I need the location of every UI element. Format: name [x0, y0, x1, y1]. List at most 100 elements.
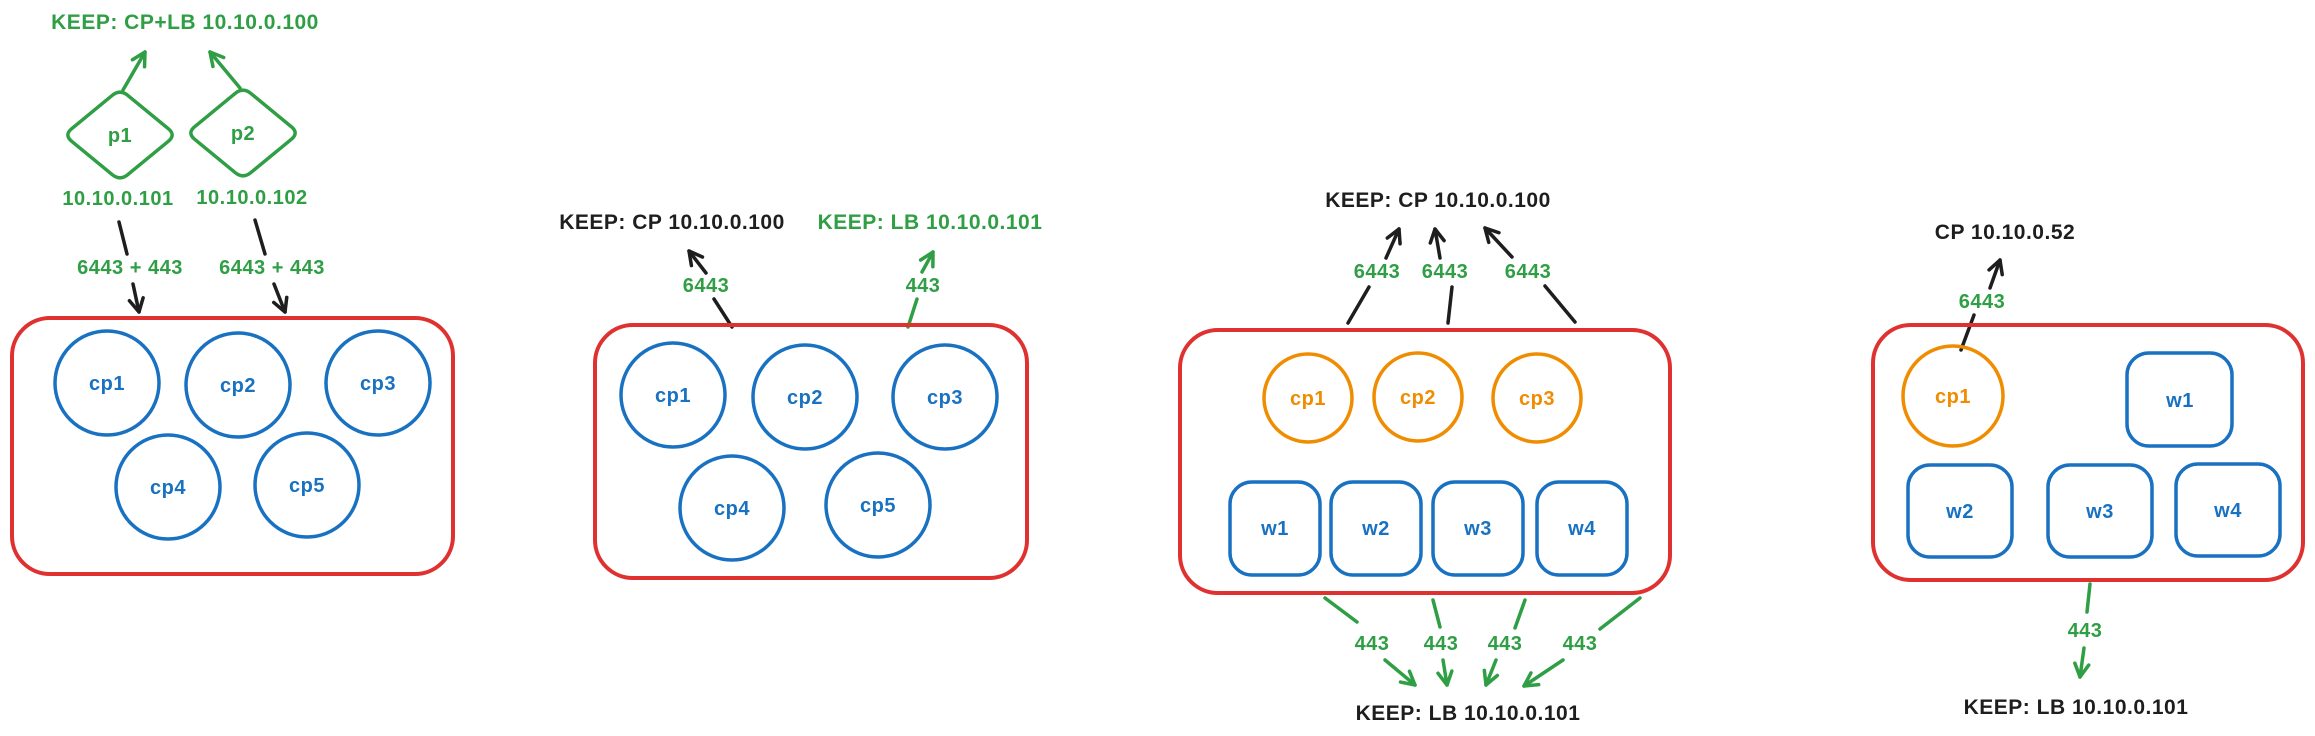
w3-node [1431, 480, 1525, 577]
scenario-1-external-proxies: KEEP: CP+LB 10.10.0.100 p1 p2 10.10.0.10… [10, 11, 455, 576]
w1-node [2125, 351, 2234, 448]
arrow-cp1-to-keep-lower [1346, 285, 1371, 325]
keepalived-cp-lb-label: KEEP: CP+LB 10.10.0.100 [51, 11, 319, 34]
cp1-node [1901, 344, 2005, 448]
arrow-cp2-to-keep-lower [1446, 285, 1454, 325]
cp3-label: cp3 [1519, 388, 1555, 410]
arrow-w3-to-lb-lower [1482, 658, 1500, 687]
arrow-cluster-to-cp-upper [687, 249, 708, 275]
cp4-label: cp4 [714, 498, 750, 520]
w3-label: w3 [2085, 501, 2114, 523]
arrow-w2-to-lb-lower [1436, 658, 1454, 687]
w3-label: w3 [1463, 518, 1492, 540]
cp2-node [751, 343, 859, 451]
cp-port-label-1: 6443 [1354, 261, 1401, 283]
arrow-p1-to-keep [121, 50, 147, 92]
keepalived-lb-label: KEEP: LB 10.10.0.101 [1964, 696, 2189, 719]
proxy-p2-ip: 10.10.0.102 [196, 187, 307, 209]
cp2-label: cp2 [220, 375, 256, 397]
arrow-w2-to-lb-upper [1431, 598, 1442, 629]
w2-label: w2 [1945, 501, 1974, 523]
proxy-node-p1 [66, 90, 174, 180]
lb-port-label-2: 443 [1424, 633, 1459, 655]
scenario-4-single-cp: CP 10.10.0.52 6443 cp1 w1 w2 w3 w4 443 K… [1871, 221, 2305, 719]
p1-ports-label: 6443 + 443 [77, 257, 183, 279]
arrow-p1-to-cluster-lower [127, 282, 145, 314]
keepalived-lb-label: KEEP: LB 10.10.0.101 [818, 211, 1043, 234]
arrow-cp3-to-keep-lower [1543, 284, 1577, 324]
w1-node [1228, 480, 1322, 577]
cp5-node [253, 431, 361, 539]
cp-port-label: 6443 [1959, 291, 2006, 313]
cp3-label: cp3 [927, 387, 963, 409]
cp-port-label: 6443 [683, 275, 730, 297]
arrow-p2-to-keep [208, 50, 242, 90]
lb-port-label-1: 443 [1355, 633, 1390, 655]
arrow-cluster-to-lb-upper [918, 250, 935, 274]
cluster-1-boundary [10, 316, 455, 576]
proxy-p2-label: p2 [231, 123, 255, 145]
lb-port-label: 443 [2068, 620, 2103, 642]
w4-node [1535, 480, 1629, 577]
cp3-node [324, 329, 432, 437]
cp3-label: cp3 [360, 373, 396, 395]
keepalived-cp-label: KEEP: CP 10.10.0.100 [1325, 189, 1551, 212]
cp4-node [678, 454, 786, 562]
cp4-label: cp4 [150, 477, 186, 499]
arrow-w1-to-lb-upper [1323, 596, 1359, 624]
cp1-label: cp1 [89, 373, 125, 395]
w2-label: w2 [1361, 518, 1390, 540]
w4-label: w4 [1567, 518, 1596, 540]
arrow-p2-to-cluster-lower [271, 282, 289, 314]
cp1-label: cp1 [655, 385, 691, 407]
cp3-node [891, 343, 999, 451]
cp5-label: cp5 [289, 475, 325, 497]
arrow-w4-to-lb-upper [1598, 596, 1642, 631]
arrow-cp1-to-cp-upper [1987, 258, 2004, 290]
w4-label: w4 [2213, 500, 2242, 522]
w1-label: w1 [2165, 390, 2194, 412]
cp2-node [184, 331, 292, 439]
arrow-cluster-to-cp-lower [712, 297, 734, 329]
arrow-cluster-to-lb-upper [2085, 582, 2092, 614]
cp1-node [619, 341, 727, 449]
scenario-3-cp-and-workers: KEEP: CP 10.10.0.100 6443 6443 6443 cp1 … [1178, 189, 1672, 725]
arrow-cp1-to-keep-upper [1384, 227, 1402, 260]
proxy-p1-label: p1 [108, 125, 132, 147]
proxy-p1-ip: 10.10.0.101 [62, 188, 173, 210]
lb-port-label: 443 [906, 275, 941, 297]
arrow-w3-to-lb-upper [1513, 598, 1527, 630]
cp-port-label-2: 6443 [1422, 261, 1469, 283]
cp5-node [824, 451, 932, 559]
w3-node [2046, 463, 2154, 559]
lb-port-label-3: 443 [1488, 633, 1523, 655]
cp-ip-label: CP 10.10.0.52 [1935, 221, 2075, 244]
arrow-cp1-to-cp-lower [1959, 313, 1976, 352]
lb-port-label-4: 443 [1563, 633, 1598, 655]
cp3-node [1491, 352, 1583, 444]
arrow-p1-to-cluster-upper [117, 220, 129, 256]
arrow-cluster-to-lb-lower [906, 297, 919, 329]
w1-label: w1 [1260, 518, 1289, 540]
arrow-p2-to-cluster-upper [253, 218, 267, 256]
cluster-4-boundary [1871, 323, 2305, 582]
cp2-label: cp2 [787, 387, 823, 409]
w4-node [2174, 462, 2282, 558]
keepalived-cp-label: KEEP: CP 10.10.0.100 [559, 211, 785, 234]
cp2-node [1372, 351, 1464, 443]
arrow-cluster-to-lb-lower [2073, 646, 2091, 679]
cp2-label: cp2 [1400, 387, 1436, 409]
cluster-3-boundary [1178, 328, 1672, 595]
arrow-cp2-to-keep-upper [1428, 227, 1446, 260]
w2-node [1906, 463, 2014, 559]
cp1-label: cp1 [1935, 386, 1971, 408]
proxy-node-p2 [189, 88, 297, 178]
cp5-label: cp5 [860, 495, 896, 517]
p2-ports-label: 6443 + 443 [219, 257, 325, 279]
scenario-2-keepalived-cp-lb: KEEP: CP 10.10.0.100 KEEP: LB 10.10.0.10… [559, 211, 1043, 580]
cp1-node [1262, 352, 1354, 444]
cp1-node [53, 329, 161, 437]
cp4-node [114, 433, 222, 541]
